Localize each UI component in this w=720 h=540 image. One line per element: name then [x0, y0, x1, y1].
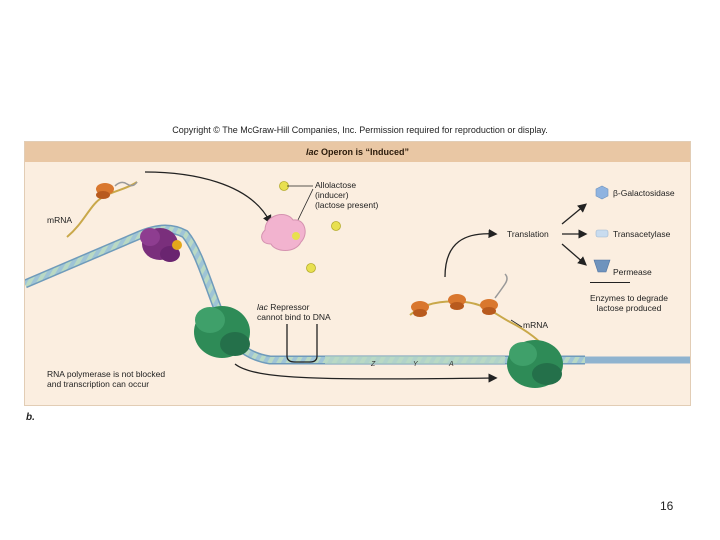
page-number: 16 [660, 499, 674, 513]
repressor-label-italic: lac [257, 302, 268, 312]
enzymes-caption-line-2: lactose produced [596, 303, 662, 313]
beta-galactosidase-icon [595, 185, 609, 200]
mrna-label-right: mRNA [523, 320, 549, 330]
rna-polymerase-right-icon [507, 340, 563, 388]
lac-operon-panel: lac Operon is “Induced” [24, 141, 691, 406]
copyright-notice: Copyright © The McGraw-Hill Companies, I… [172, 125, 548, 135]
rna-polymerase-left-icon [194, 306, 250, 358]
repressor-protein-icon [140, 228, 182, 262]
rna-polymerase-line-2: and transcription can occur [47, 379, 150, 389]
repressor-loop-arrow [286, 324, 318, 363]
enzymes-bracket [590, 282, 630, 283]
repressor-label-line2: cannot bind to DNA [257, 312, 331, 322]
translation-arrow-down [561, 243, 587, 266]
ribosome-icon [448, 294, 466, 310]
translation-arrow-up [561, 203, 588, 225]
allolactose-label: Allolactose (inducer) (lactose present) [315, 180, 378, 210]
rna-polymerase-line-1: RNA polymerase is not blocked [47, 369, 166, 379]
transcription-arrow [234, 363, 498, 383]
repressor-label: lac Repressor cannot bind to DNA [257, 302, 331, 322]
panel-title: lac Operon is “Induced” [25, 142, 690, 162]
gene-a-label: A [449, 361, 454, 368]
repressor-label-rest: Repressor [267, 302, 310, 312]
transacetylase-label: Transacetylase [613, 229, 671, 239]
enzymes-caption: Enzymes to degrade lactose produced [590, 293, 668, 313]
operon-diagram [25, 171, 690, 388]
inducer-molecule-icon [331, 221, 341, 231]
beta-galactosidase-label: β-Galactosidase [613, 188, 675, 198]
genes-region [325, 356, 505, 364]
translation-arrow-in [444, 229, 498, 278]
panel-letter: b. [26, 412, 35, 423]
ribosome-icon [480, 299, 498, 315]
permease-icon [593, 259, 611, 273]
ribosome-icon [96, 183, 114, 199]
gene-z-label: Z [371, 361, 376, 368]
polypeptide-chain [114, 181, 138, 187]
gene-y-label: Y [413, 361, 418, 368]
panel-title-italic: lac [305, 147, 319, 157]
translation-label: Translation [507, 229, 549, 239]
inactive-repressor-icon [261, 214, 306, 251]
allolactose-line-2: (inducer) [315, 190, 349, 200]
mrna-label-left: mRNA [47, 215, 73, 225]
inducer-molecule-icon [306, 263, 316, 273]
arrow-to-repressor [144, 171, 272, 225]
transacetylase-icon [595, 229, 609, 238]
enzymes-caption-line-1: Enzymes to degrade [590, 293, 668, 303]
polypeptide-chain [494, 273, 508, 299]
allolactose-leader [296, 188, 314, 223]
permease-label: Permease [613, 267, 652, 277]
rna-polymerase-label: RNA polymerase is not blocked and transc… [47, 369, 165, 389]
dna-strand-left-inner [25, 226, 585, 363]
mrna-right-leader [510, 319, 523, 328]
ribosome-icon [411, 301, 429, 317]
allolactose-line-1: Allolactose [315, 180, 357, 190]
allolactose-line-3: (lactose present) [315, 200, 379, 210]
panel-title-rest: Operon is “Induced” [318, 147, 410, 157]
